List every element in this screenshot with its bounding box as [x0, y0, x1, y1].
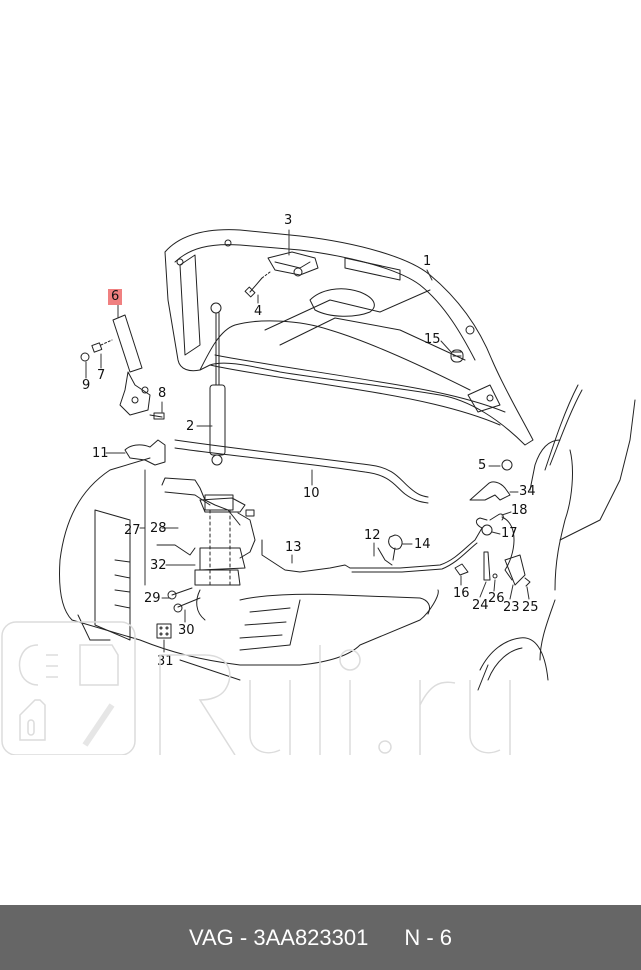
seal-10 [174, 439, 429, 504]
callout-24[interactable]: 24 [472, 598, 489, 613]
bolt-4 [244, 271, 271, 298]
callout-34[interactable]: 34 [519, 484, 536, 499]
callout-23[interactable]: 23 [503, 600, 520, 615]
buffer-15 [450, 349, 464, 363]
release-cable [261, 513, 515, 581]
callout-31[interactable]: 31 [157, 654, 174, 669]
small-fasteners [454, 551, 531, 587]
hood-hinge [112, 314, 165, 420]
callout-5[interactable]: 5 [478, 458, 487, 473]
callout-25[interactable]: 25 [522, 600, 539, 615]
hood-lock-assembly [156, 477, 256, 586]
bracket-11 [124, 439, 166, 466]
callout-18[interactable]: 18 [511, 503, 528, 518]
parts-diagram: 1 2 3 4 5 6 7 8 9 10 11 12 13 14 15 16 1… [59, 213, 636, 691]
callout-30[interactable]: 30 [178, 623, 195, 638]
callout-27[interactable]: 27 [124, 523, 141, 538]
callout-8[interactable]: 8 [158, 386, 167, 401]
callout-15[interactable]: 15 [424, 332, 441, 347]
callout-12[interactable]: 12 [364, 528, 381, 543]
callout-16[interactable]: 16 [453, 586, 470, 601]
callout-3[interactable]: 3 [284, 213, 293, 228]
callout-11[interactable]: 11 [92, 446, 109, 461]
hood-assembly-drawing [59, 229, 636, 691]
gas-strut [209, 302, 226, 466]
footer-brand: VAG [188, 924, 234, 950]
callout-17[interactable]: 17 [501, 526, 518, 541]
callout-7[interactable]: 7 [97, 368, 106, 383]
callout-2[interactable]: 2 [186, 419, 195, 434]
bolt-7-nut-9 [80, 339, 113, 362]
callout-6-highlighted[interactable]: 6 [108, 289, 123, 305]
callout-28[interactable]: 28 [150, 521, 167, 536]
callout-14[interactable]: 14 [414, 537, 431, 552]
callout-26[interactable]: 26 [488, 591, 505, 606]
bolts-29-30 [167, 587, 201, 613]
body-side [477, 384, 636, 691]
leader-lines [85, 229, 530, 653]
callout-13[interactable]: 13 [285, 540, 302, 555]
bracket-34 [469, 481, 511, 501]
footer-separator: - [239, 924, 248, 950]
clip-5 [501, 459, 513, 471]
hood-panel [164, 229, 534, 446]
callout-4[interactable]: 4 [254, 304, 263, 319]
footer-part-number: 3AA823301 [253, 924, 369, 950]
callout-32[interactable]: 32 [150, 558, 167, 573]
callout-10[interactable]: 10 [303, 486, 320, 501]
callout-1[interactable]: 1 [423, 254, 432, 269]
footer-bar: VAG - 3AA823301 N - 6 [0, 905, 641, 970]
hood-lock-bracket [267, 251, 319, 277]
front-bumper [59, 457, 439, 681]
callout-29[interactable]: 29 [144, 591, 161, 606]
footer-position-label: N - 6 [404, 924, 453, 950]
callout-9[interactable]: 9 [82, 378, 91, 393]
block-31 [156, 623, 172, 639]
